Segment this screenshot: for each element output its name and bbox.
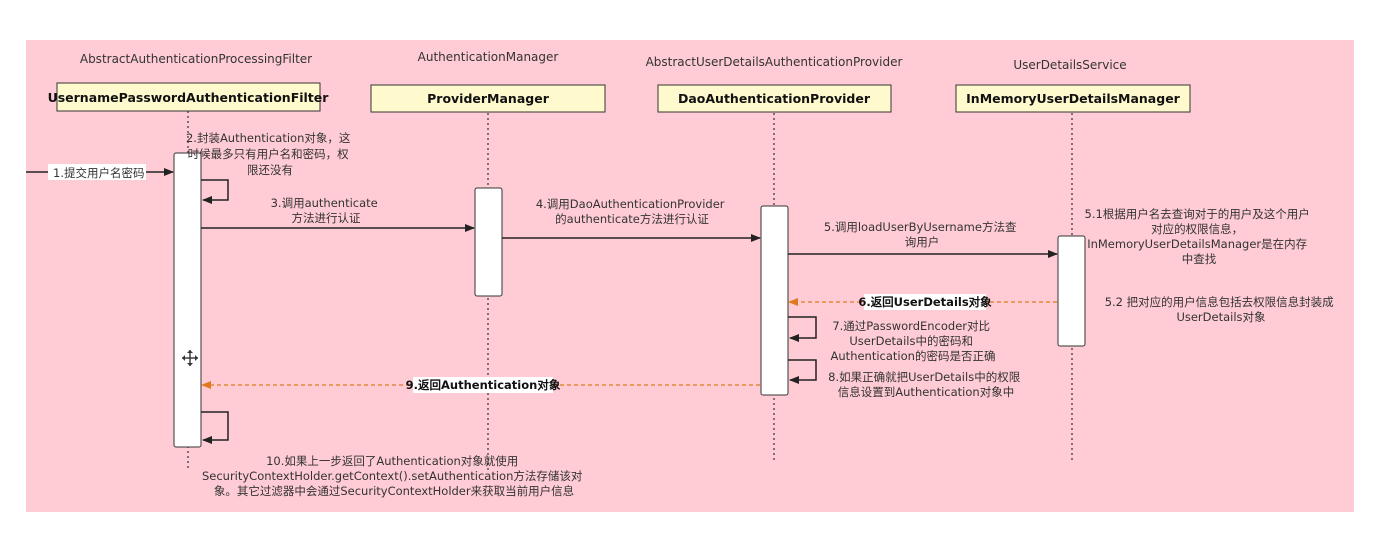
return-9-label-bg	[413, 377, 553, 393]
activation-manager	[474, 187, 503, 297]
activation-service	[1057, 235, 1086, 347]
self-call-7-arrow	[788, 316, 817, 342]
abstract-label-provider: AbstractUserDetailsAuthenticationProvide…	[646, 55, 903, 69]
step-4-label: 4.调用DaoAuthenticationProvider 的authentic…	[536, 197, 728, 226]
move-cursor-icon	[182, 350, 198, 366]
activation-filter	[173, 152, 202, 448]
sequence-diagram: AbstractAuthenticationProcessingFilter A…	[26, 50, 1338, 498]
participant-provider: DaoAuthenticationProvider	[657, 84, 892, 113]
self-call-2-arrow	[201, 179, 229, 204]
abstract-label-filter: AbstractAuthenticationProcessingFilter	[80, 52, 312, 66]
participant-service: InMemoryUserDetailsManager	[955, 84, 1191, 113]
participant-filter: UsernamePasswordAuthenticationFilter	[48, 82, 330, 112]
step-5-label: 5.调用loadUserByUsername方法查 询用户	[824, 220, 1020, 249]
step-1-label: 1.提交用户名密码	[53, 166, 144, 180]
self-call-8-arrow	[788, 359, 817, 384]
participant-manager: ProviderManager	[370, 84, 606, 113]
step-5-2-note: 5.2 把对应的用户信息包括去权限信息封装成 UserDetails对象	[1105, 295, 1338, 324]
step-6-label: 6.返回UserDetails对象	[858, 295, 992, 309]
abstract-label-manager: AuthenticationManager	[418, 50, 559, 64]
step-3-label: 3.调用authenticate 方法进行认证	[271, 196, 382, 225]
step-8-label: 8.如果正确就把UserDetails中的权限 信息设置到Authenticat…	[828, 370, 1024, 399]
self-call-10-arrow	[201, 411, 229, 444]
step-9-label: 9.返回Authentication对象	[406, 378, 561, 392]
participant-manager-name: ProviderManager	[427, 91, 550, 106]
activation-provider	[760, 205, 789, 396]
participant-filter-name: UsernamePasswordAuthenticationFilter	[48, 90, 330, 105]
abstract-label-service: UserDetailsService	[1013, 58, 1126, 72]
return-6-label-bg	[864, 294, 986, 310]
message-1-label-bg	[48, 164, 146, 180]
step-2-label: 2.封装Authentication对象，这 时候最多只有用户名和密码，权 限还…	[186, 131, 354, 177]
step-5-1-note: 5.1根据用户名去查询对于的用户及这个用户 对应的权限信息， InMemoryU…	[1085, 207, 1314, 266]
participant-service-name: InMemoryUserDetailsManager	[966, 91, 1181, 106]
participant-provider-name: DaoAuthenticationProvider	[678, 91, 871, 106]
diagram-canvas: AbstractAuthenticationProcessingFilter A…	[26, 40, 1354, 512]
step-7-label: 7.通过PasswordEncoder对比 UserDetails中的密码和 A…	[831, 319, 996, 363]
step-10-label: 10.如果上一步返回了Authentication对象就使用 SecurityC…	[202, 454, 586, 498]
